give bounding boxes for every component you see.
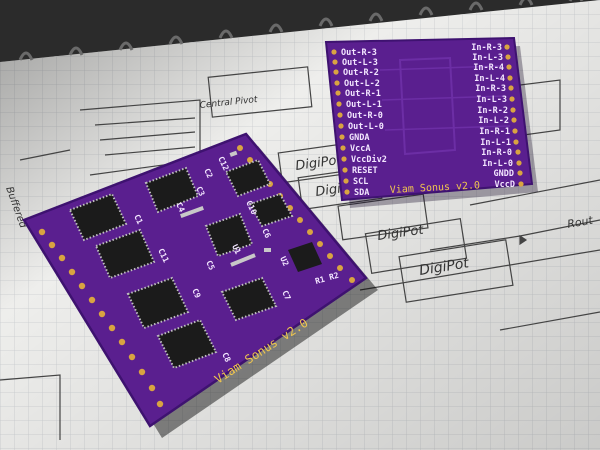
pin-label: Out-L-1	[346, 100, 382, 110]
component-label: C4	[174, 201, 186, 214]
component-label: C7	[280, 289, 292, 302]
spiral-binding	[18, 0, 584, 61]
component-label: U1	[230, 243, 242, 256]
back-pcb	[324, 36, 538, 208]
pin-label: In-R-1	[479, 127, 510, 137]
component-label: C1	[132, 213, 144, 226]
ic-chip	[144, 166, 200, 214]
pin-label: GNDD	[494, 169, 514, 179]
ic-chip	[248, 192, 294, 228]
ic-chip	[224, 158, 272, 198]
ic-chip	[94, 228, 156, 280]
back-pcb-title: Viam Sonus v2.0	[390, 180, 481, 196]
pin-label: In-L-1	[480, 138, 511, 148]
sketch-label-digipot-3: DigiPot	[376, 223, 425, 244]
pin-label: In-R-4	[473, 63, 504, 73]
component-label: C8	[220, 351, 232, 364]
ic-chip	[68, 192, 128, 242]
ic-chip	[156, 318, 218, 370]
component-label: R2	[328, 271, 340, 282]
component-label: C5	[204, 259, 216, 272]
component-label: C2	[202, 167, 214, 180]
ic-chip	[220, 276, 278, 322]
pin-label: In-L-0	[482, 159, 513, 169]
pin-label: Out-L-2	[344, 79, 380, 89]
sketch-label-digipot-1: DigiPot	[294, 153, 343, 174]
back-pcb-right-labels: In-R-3 In-L-3 In-R-4 In-L-4 In-R-3 In-L-…	[471, 43, 515, 190]
sketch-label-rout: Rout	[566, 214, 594, 231]
sketch-label-digipot-4: DigiPot	[418, 255, 470, 279]
pin-label: VccDiv2	[351, 154, 387, 165]
pin-label: GNDA	[349, 133, 369, 143]
ic-chip	[126, 276, 190, 330]
pin-label: VccA	[350, 144, 370, 154]
ic-chip	[204, 212, 254, 258]
pin-label: RESET	[352, 166, 378, 176]
pin-label: In-L-3	[476, 95, 507, 105]
pin-label: In-L-2	[478, 116, 509, 126]
front-pcb	[22, 132, 378, 438]
component-label: C6	[260, 227, 272, 240]
component-label: C9	[190, 287, 202, 300]
pin-label: In-R-3	[471, 43, 502, 53]
pin-label: In-R-3	[475, 84, 506, 94]
component-label: C3	[194, 185, 206, 198]
pin-label: Out-R-1	[345, 89, 381, 99]
pin-label: Out-R-3	[341, 48, 377, 58]
pin-label: In-R-0	[481, 148, 512, 158]
pin-label: SDA	[354, 188, 369, 198]
ic-chip	[288, 242, 322, 272]
pin-label: SCL	[353, 177, 368, 187]
pin-label: In-R-2	[477, 106, 508, 116]
back-pcb-left-labels: Out-R-3 Out-L-3 Out-R-2 Out-L-2 Out-R-1 …	[341, 48, 387, 198]
component-label: R1	[314, 275, 326, 286]
pin-label: VccD	[495, 180, 515, 190]
pin-label: In-L-4	[474, 74, 505, 84]
pin-label: Out-L-0	[348, 122, 384, 132]
pin-label: Out-R-0	[347, 111, 383, 121]
pin-label: Out-L-3	[342, 58, 378, 68]
pin-label: In-L-3	[472, 53, 503, 63]
pin-label: Out-R-2	[343, 68, 379, 78]
component-label: U2	[278, 255, 290, 268]
